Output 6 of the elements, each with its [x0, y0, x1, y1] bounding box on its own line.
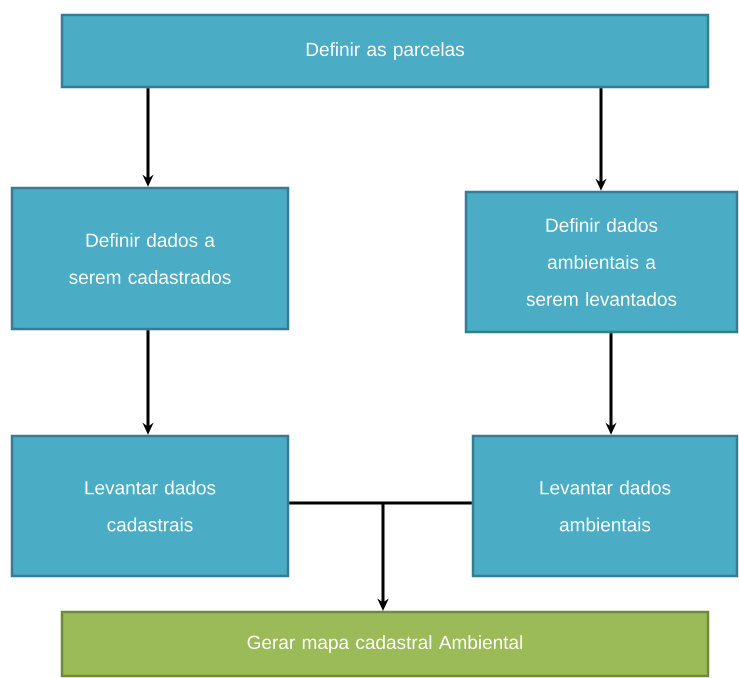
process-box: Definir as parcelas [60, 14, 710, 88]
result-box: Gerar mapa cadastral Ambiental [60, 610, 710, 678]
process-box: Definir dados ambientais a serem levantados [464, 190, 738, 334]
process-box: Definir dados a serem cadastrados [10, 186, 290, 330]
process-box: Levantar dados cadastrais [10, 434, 290, 578]
process-box: Levantar dados ambientais [472, 434, 738, 578]
